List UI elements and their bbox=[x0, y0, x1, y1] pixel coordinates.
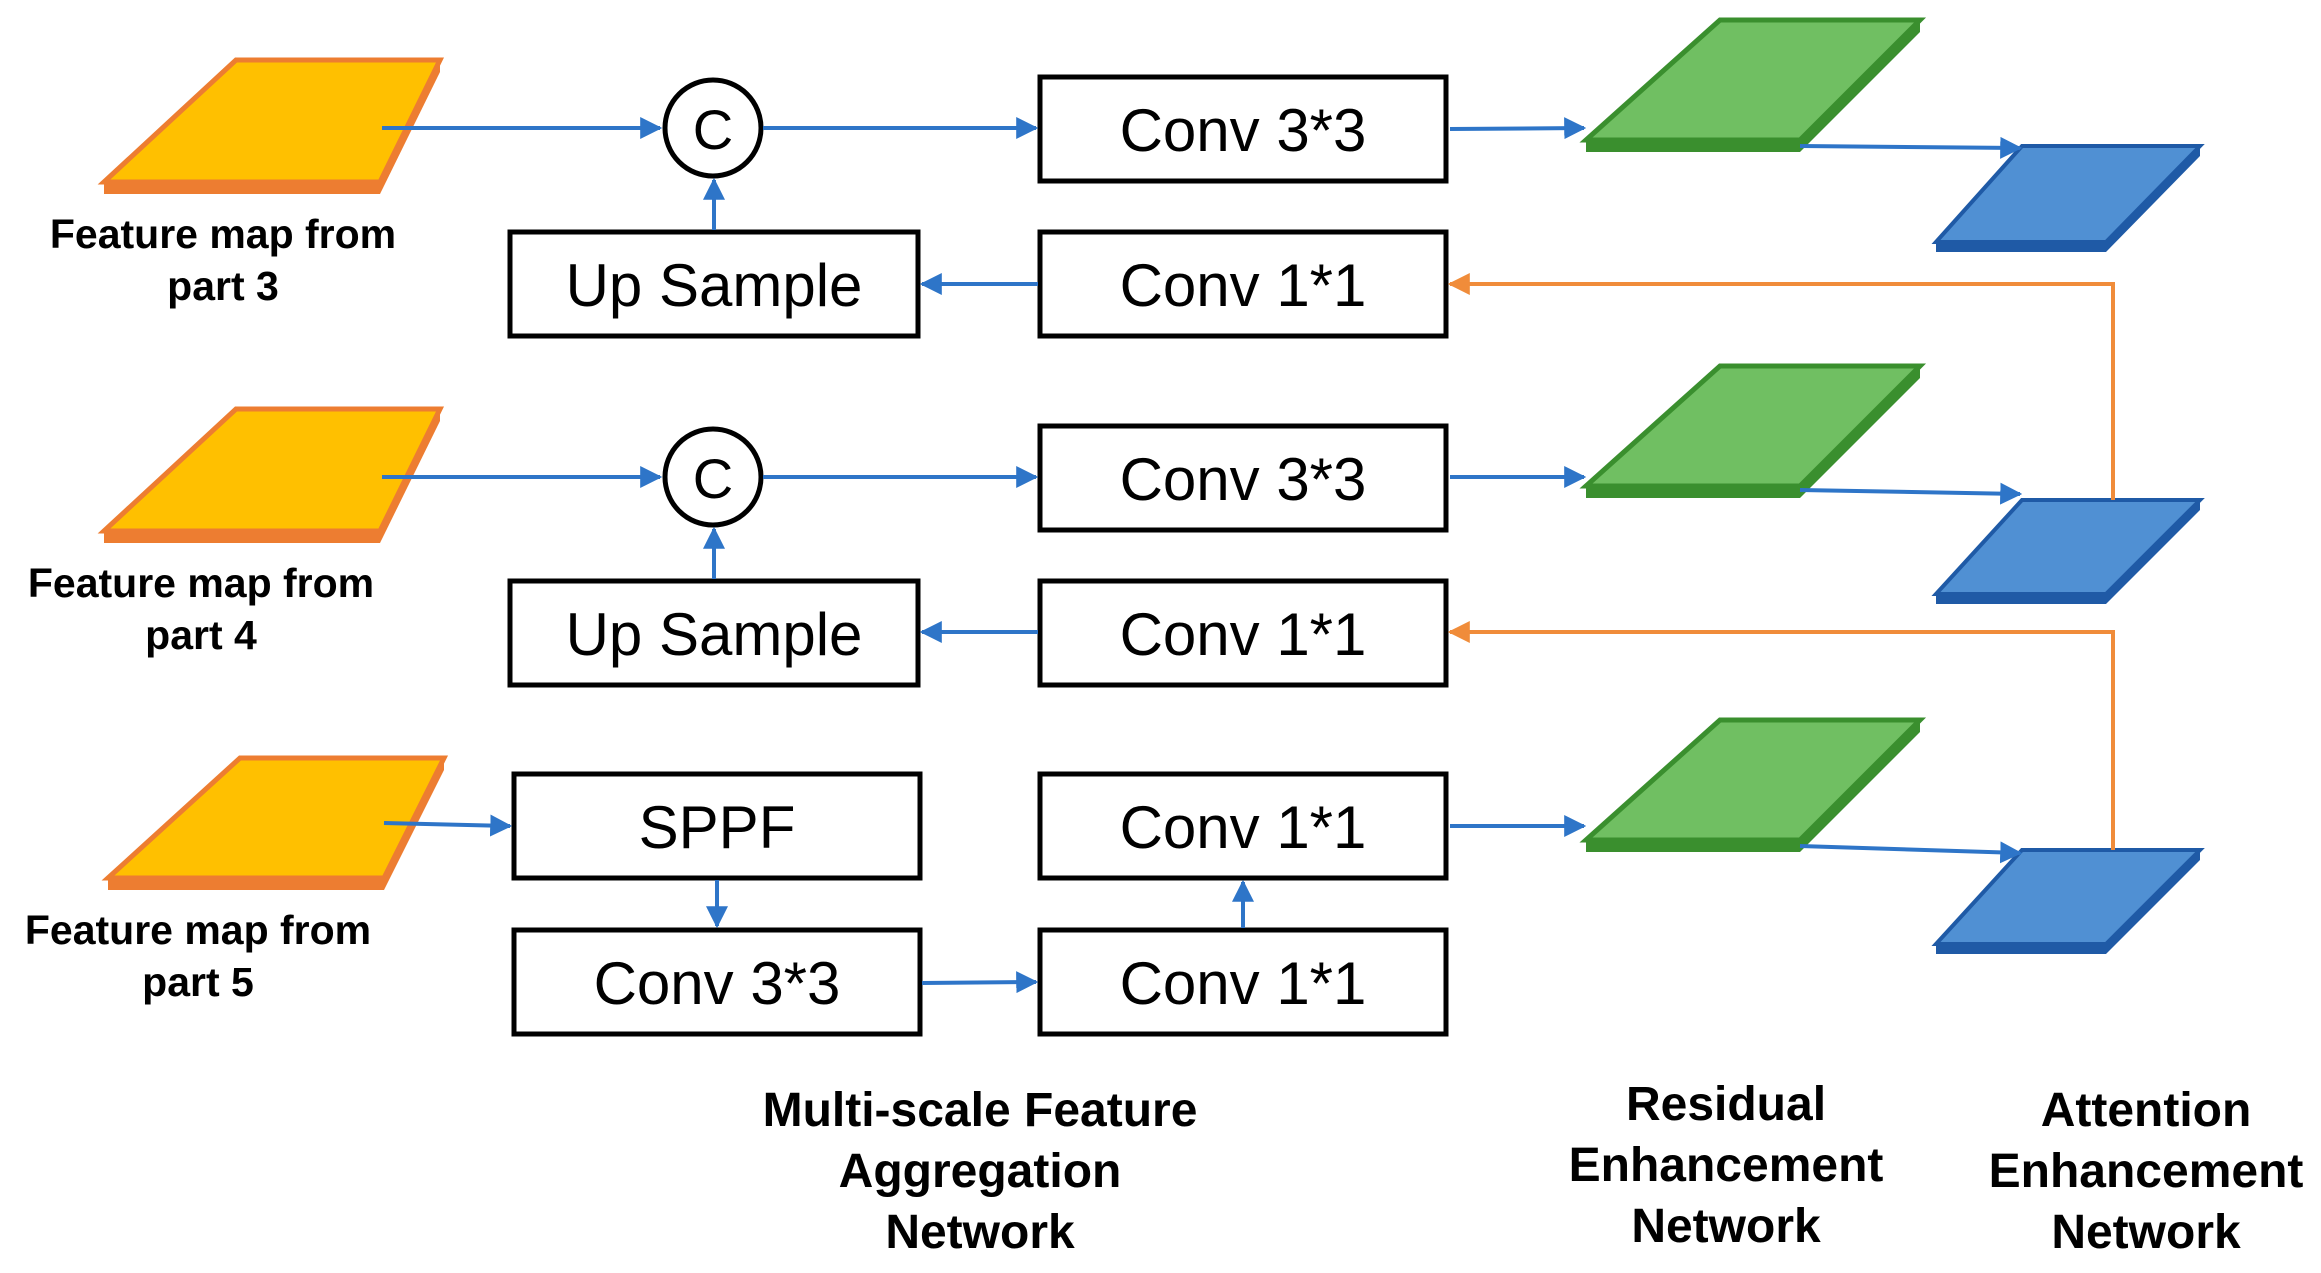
feature-map-part5 bbox=[101, 755, 449, 890]
residual-map-middle bbox=[1579, 363, 1927, 498]
attention-map-bottom bbox=[1931, 848, 2205, 954]
ren-label-line2: Enhancement bbox=[1569, 1139, 1884, 1192]
arrow-residual-bottom-to-attention bbox=[1799, 841, 2023, 864]
msfa-label-line1: Multi-scale Feature bbox=[763, 1084, 1198, 1137]
orange-feedback bbox=[1447, 273, 2115, 850]
feature-map-part4 bbox=[97, 406, 445, 543]
upsample-top-label: Up Sample bbox=[566, 252, 863, 319]
conv1x1-box-middle: Conv 1*1 bbox=[1037, 578, 1449, 688]
aen-label-line2: Enhancement bbox=[1989, 1145, 2304, 1198]
feedback-attention-middle-to-conv1x1-top bbox=[1447, 273, 2115, 500]
residual-map-top bbox=[1579, 17, 1927, 152]
conv3x3-middle-label: Conv 3*3 bbox=[1120, 446, 1367, 513]
ren-label-line1: Residual bbox=[1626, 1078, 1826, 1131]
feature-label-part4-line1: Feature map from bbox=[28, 560, 374, 606]
upsample-box-top: Up Sample bbox=[507, 229, 921, 339]
feedback-attention-bottom-to-conv1x1-middle bbox=[1447, 621, 2115, 850]
msfa-label-line2: Aggregation bbox=[839, 1145, 1122, 1198]
conv1x1-box-bottom-lower: Conv 1*1 bbox=[1037, 927, 1449, 1037]
conv3x3-box-middle: Conv 3*3 bbox=[1037, 423, 1449, 533]
upsample-box-middle: Up Sample bbox=[507, 578, 921, 688]
conv3x3-top-label: Conv 3*3 bbox=[1120, 97, 1367, 164]
conv1x1-box-bottom-upper: Conv 1*1 bbox=[1037, 771, 1449, 881]
conv1x1-middle-label: Conv 1*1 bbox=[1120, 601, 1367, 668]
ren-label-line3: Network bbox=[1631, 1200, 1821, 1253]
conv1x1-box-top: Conv 1*1 bbox=[1037, 229, 1449, 339]
arrow-conv3x3-to-conv1x1-lower bbox=[921, 971, 1039, 994]
upsample-middle-label: Up Sample bbox=[566, 601, 863, 668]
arrow-residual-middle-to-attention bbox=[1799, 482, 2023, 505]
concat-node-top: C bbox=[662, 77, 764, 179]
arrow-conv3x3-top-to-residual bbox=[1449, 117, 1587, 140]
aen-label-line3: Network bbox=[2051, 1206, 2241, 1259]
sppf-box: SPPF bbox=[511, 771, 923, 881]
conv1x1-bottom-lower-label: Conv 1*1 bbox=[1120, 950, 1367, 1017]
residual-map-bottom bbox=[1579, 717, 1927, 852]
conv1x1-bottom-upper-label: Conv 1*1 bbox=[1120, 794, 1367, 861]
attention-map-top bbox=[1931, 144, 2205, 252]
conv3x3-box-bottom: Conv 3*3 bbox=[511, 927, 923, 1037]
concat-symbol-middle: C bbox=[693, 447, 733, 510]
aen-label-line1: Attention bbox=[2041, 1084, 2252, 1137]
feature-label-part3-line1: Feature map from bbox=[50, 211, 396, 257]
feature-label-part4-line2: part 4 bbox=[145, 612, 257, 658]
conv3x3-box-top: Conv 3*3 bbox=[1037, 74, 1449, 184]
feature-label-part3-line2: part 3 bbox=[167, 263, 279, 309]
concat-node-middle: C bbox=[662, 426, 764, 528]
feature-label-part5-line1: Feature map from bbox=[25, 907, 371, 953]
sppf-label: SPPF bbox=[639, 794, 796, 861]
blue-connections bbox=[382, 117, 2023, 994]
attention-map-middle bbox=[1931, 498, 2205, 604]
conv3x3-bottom-label: Conv 3*3 bbox=[594, 950, 841, 1017]
arrow-fm5-to-sppf bbox=[383, 814, 513, 837]
concat-symbol-top: C bbox=[693, 98, 733, 161]
conv1x1-top-label: Conv 1*1 bbox=[1120, 252, 1367, 319]
msfa-label-line3: Network bbox=[885, 1206, 1075, 1259]
feature-label-part5-line2: part 5 bbox=[142, 959, 254, 1005]
arrow-residual-top-to-attention bbox=[1799, 136, 2023, 159]
